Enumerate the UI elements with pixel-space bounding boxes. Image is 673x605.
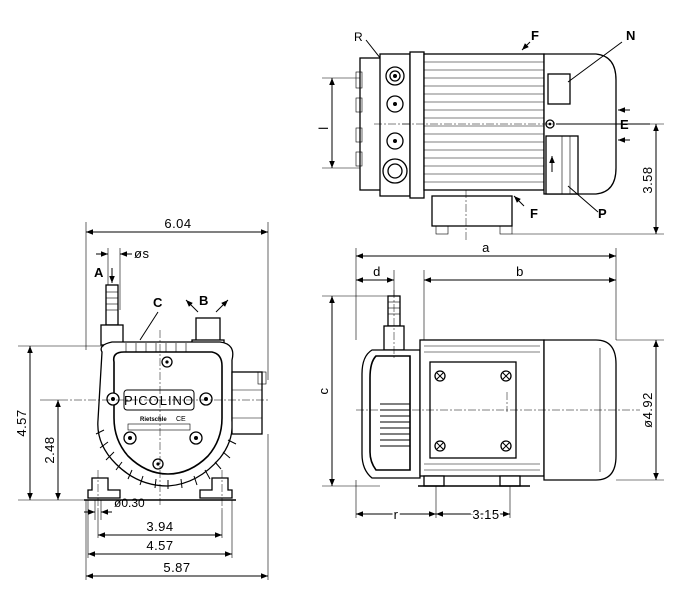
dim-l: l: [316, 126, 331, 129]
dim-foot-width: 4.57: [146, 538, 173, 553]
label-c: C: [153, 295, 163, 310]
label-e: E: [620, 117, 629, 132]
dim-hole-spacing: 3.94: [146, 519, 173, 534]
ce-mark: CE: [176, 416, 186, 423]
label-n: N: [626, 28, 635, 43]
dim-c: c: [316, 388, 331, 395]
label-f-bottom: F: [530, 206, 538, 221]
front-view: 6.04 øs A C B: [14, 216, 270, 580]
label-r: R: [354, 30, 363, 44]
side-view: a d b c: [316, 240, 664, 524]
top-view: l R: [316, 28, 664, 240]
dim-hole: ø0.30: [114, 496, 145, 510]
label-b: B: [199, 293, 208, 308]
dim-height: 4.57: [14, 409, 29, 436]
dim-d: d: [373, 264, 381, 279]
brand-name: PICOLINO: [124, 393, 194, 408]
dim-a: a: [482, 240, 490, 255]
label-a: A: [94, 265, 104, 280]
dim-r: r: [394, 507, 399, 522]
dim-foot-height: 2.48: [42, 436, 57, 463]
dim-b: b: [516, 264, 524, 279]
dim-top-height: 3.58: [640, 166, 655, 193]
dim-bore: øs: [134, 246, 149, 261]
bolt-icon: [434, 370, 512, 452]
port-icon: [382, 66, 408, 184]
dim-base-width: 5.87: [163, 560, 190, 575]
label-f-top: F: [531, 28, 539, 43]
dim-motor-diameter: ø4.92: [640, 392, 655, 428]
dim-overall-width: 6.04: [164, 216, 191, 231]
maker-name: Rietschle: [140, 417, 167, 423]
label-p: P: [598, 206, 607, 221]
dim-foot-spacing: 3.15: [472, 507, 499, 522]
